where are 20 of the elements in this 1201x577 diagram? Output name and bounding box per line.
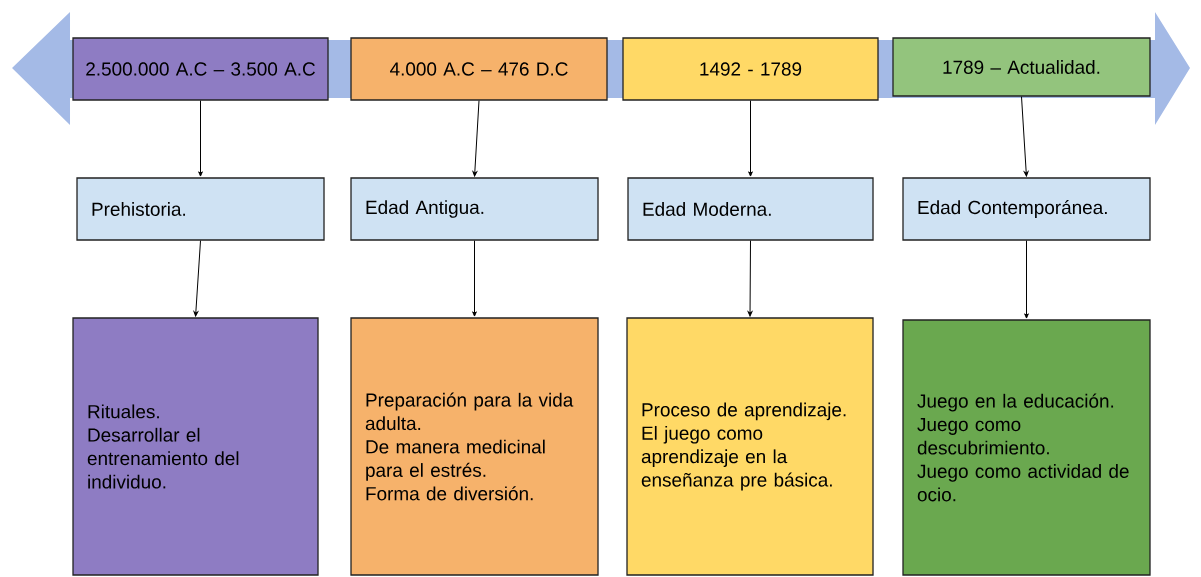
arrow xyxy=(1024,240,1029,319)
date-box: 2.500.000 A.C – 3.500 A.C xyxy=(72,37,329,101)
date-box: 4.000 A.C – 476 D.C xyxy=(350,37,608,101)
date-box: 1789 – Actualidad. xyxy=(892,37,1151,97)
arrow xyxy=(747,240,753,317)
era-box: Edad Moderna. xyxy=(627,177,874,241)
description-box: Proceso de aprendizaje. El juego como aprendizaje en la enseñanza pre básica. xyxy=(626,317,874,576)
era-box: Edad Antigua. xyxy=(350,177,599,241)
description-box: Rituales. Desarrollar el entrenamiento del individuo. xyxy=(72,317,319,576)
era-box: Prehistoria. xyxy=(76,177,325,241)
arrow xyxy=(748,100,753,177)
arrow xyxy=(472,100,480,177)
date-box: 1492 - 1789 xyxy=(622,37,879,101)
arrow xyxy=(472,240,477,317)
arrow xyxy=(193,240,201,317)
description-box: Juego en la educación. Juego como descubrimiento. Juego como actividad de ocio. xyxy=(902,319,1151,576)
arrow xyxy=(1021,96,1029,177)
arrow xyxy=(198,100,203,177)
description-box: Preparación para la vida adulta. De manera medicinal para el estrés. Forma de diversión. xyxy=(350,317,599,576)
era-box: Edad Contemporánea. xyxy=(902,177,1151,241)
